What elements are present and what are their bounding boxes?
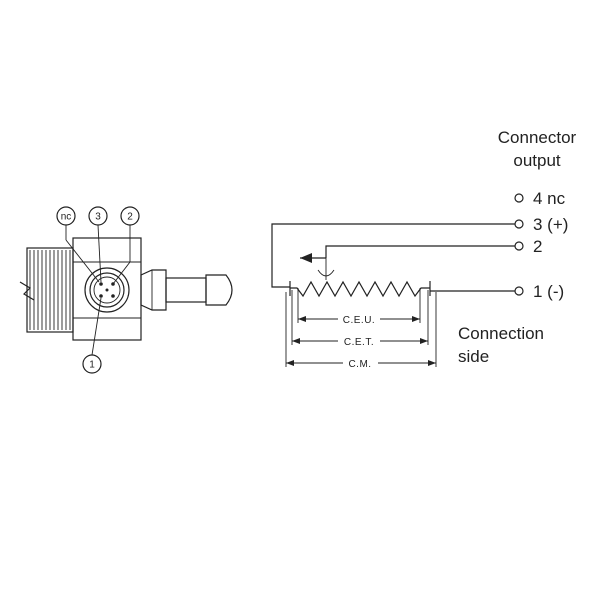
pin-callouts: nc 3 2 1	[56, 206, 140, 374]
dim-cm-label: C.M.	[348, 359, 371, 370]
terminals: 4 nc 3 (+) 2 1 (-)	[514, 189, 568, 301]
dim-ceu-label: C.E.U.	[343, 315, 375, 326]
terminal-2-icon	[514, 241, 524, 251]
wiring	[271, 223, 515, 292]
ribbed-grip	[19, 247, 74, 333]
pin-label-2: 2	[127, 212, 133, 223]
wiper-arrow-icon	[300, 253, 312, 263]
terminal-1-label: 1 (-)	[533, 282, 564, 301]
pin-label-nc: nc	[61, 212, 72, 223]
rod-end	[205, 274, 233, 306]
hex-nut	[140, 269, 167, 311]
connector-title-line1: Connector	[498, 128, 577, 147]
sensor-body-drawing	[19, 237, 233, 341]
terminal-4-label: 4 nc	[533, 189, 566, 208]
resistor-zigzag	[290, 280, 430, 298]
connection-side-label: Connection side	[458, 324, 544, 366]
side-label-line1: Connection	[458, 324, 544, 343]
output-labels: Connector output	[498, 128, 577, 170]
dimension-lines: C.E.U. C.E.T. C.M.	[285, 288, 437, 370]
side-label-line2: side	[458, 347, 489, 366]
connector-title-line2: output	[513, 151, 561, 170]
terminal-4-icon	[514, 193, 524, 203]
terminal-3-label: 3 (+)	[533, 215, 568, 234]
rod	[165, 277, 207, 303]
terminal-2-label: 2	[533, 237, 542, 256]
pin-label-1: 1	[89, 360, 95, 371]
dim-cet-label: C.E.T.	[344, 337, 374, 348]
terminal-3-icon	[514, 219, 524, 229]
terminal-1-icon	[514, 286, 524, 296]
connector-face	[84, 267, 130, 313]
pin-label-3: 3	[95, 212, 101, 223]
